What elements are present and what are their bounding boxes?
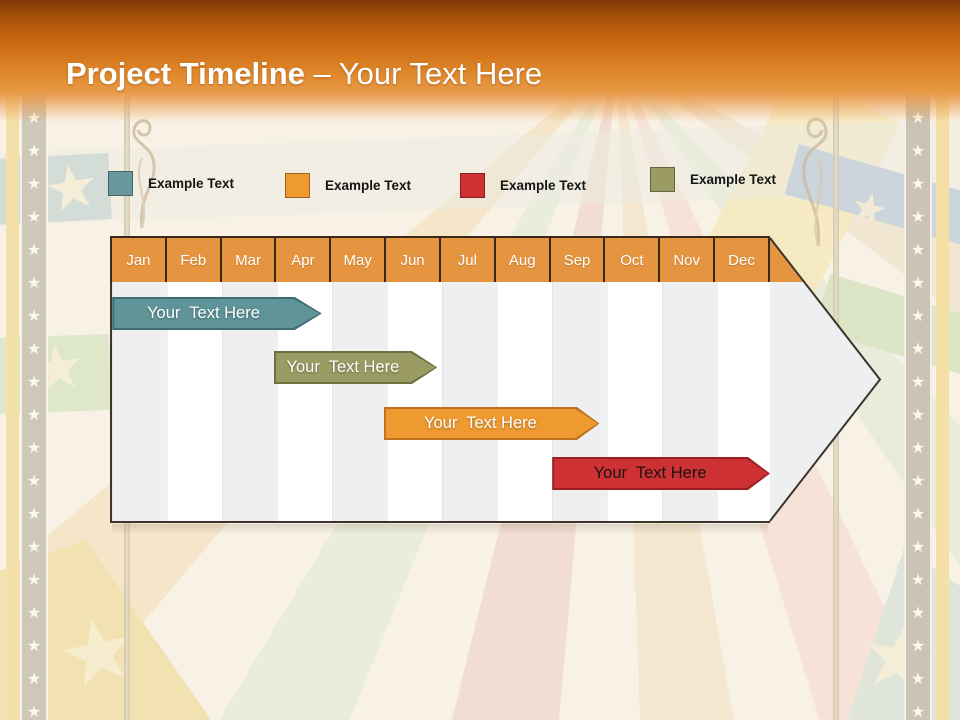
slide-title[interactable]: Project Timeline – Your Text Here xyxy=(66,56,542,92)
flourish-ornament-left xyxy=(132,119,156,229)
month-cell[interactable]: Apr xyxy=(276,238,332,282)
legend-label: Example Text xyxy=(148,175,235,191)
gantt-bar[interactable]: Your Text Here xyxy=(273,351,438,384)
gantt-bar[interactable]: Your Text Here xyxy=(383,407,600,440)
bar-fill-shape xyxy=(385,409,598,438)
month-cell[interactable]: Jun xyxy=(386,238,441,282)
legend-item[interactable]: Example Text xyxy=(285,172,411,198)
gantt-bar[interactable]: Your Text Here xyxy=(552,457,770,490)
legend-swatch xyxy=(285,172,310,198)
legend-item[interactable]: Example Text xyxy=(650,166,776,192)
timeline-arrowhead xyxy=(769,237,882,522)
bar-fill-shape xyxy=(554,459,768,488)
bar-label: Your Text Here xyxy=(593,464,707,482)
gantt-bar[interactable]: Your Text Here xyxy=(112,297,322,330)
title-bold: Project Timeline xyxy=(66,56,314,91)
legend-label: Example Text xyxy=(325,177,412,193)
legend-item[interactable]: Example Text xyxy=(460,172,586,198)
table-shadow xyxy=(112,524,768,534)
legend-item[interactable]: Example Text xyxy=(108,170,234,196)
title-rest: – Your Text Here xyxy=(313,56,543,91)
legend-swatch xyxy=(650,166,675,192)
bar-label: Your Text Here xyxy=(147,304,260,322)
month-cell[interactable]: Jul xyxy=(441,238,496,282)
month-cell[interactable]: Jan xyxy=(112,238,167,282)
month-cell[interactable]: Nov xyxy=(660,238,716,282)
legend-swatch xyxy=(108,170,133,196)
bar-fill-shape xyxy=(114,299,320,328)
month-cell[interactable]: Oct xyxy=(605,238,661,282)
legend-label: Example Text xyxy=(690,171,777,187)
bar-label: Your Text Here xyxy=(286,358,400,376)
edge-strip-yellow-right xyxy=(936,60,949,720)
header-band: Project Timeline – Your Text Here xyxy=(0,0,960,122)
month-cell[interactable]: Aug xyxy=(496,238,551,282)
bar-fill-shape xyxy=(275,353,436,382)
legend-label: Example Text xyxy=(500,177,587,193)
month-cell[interactable]: Feb xyxy=(167,238,222,282)
star-strip-left: ★ ★ ★ ★ ★ ★ ★ ★ ★ ★ ★ ★ ★ ★ ★ ★ ★ ★ ★ xyxy=(20,60,48,720)
month-cell[interactable]: Dec xyxy=(715,238,770,282)
bar-label: Your Text Here xyxy=(423,414,537,432)
edge-strip-yellow-left xyxy=(6,60,19,720)
month-cell[interactable]: Mar xyxy=(222,238,277,282)
star-strip-right: ★ ★ ★ ★ ★ ★ ★ ★ ★ ★ ★ ★ ★ ★ ★ ★ ★ ★ ★ xyxy=(904,60,932,720)
flourish-ornament-right xyxy=(802,117,828,247)
timeline-chart: Jan Feb Mar Apr May Jun Jul Aug Sep Oct … xyxy=(110,236,882,523)
month-cell[interactable]: May xyxy=(331,238,387,282)
legend-swatch xyxy=(460,172,485,198)
star-icon: ★ xyxy=(38,149,106,228)
month-cell[interactable]: Sep xyxy=(551,238,606,282)
month-header-row: Jan Feb Mar Apr May Jun Jul Aug Sep Oct … xyxy=(110,236,770,282)
